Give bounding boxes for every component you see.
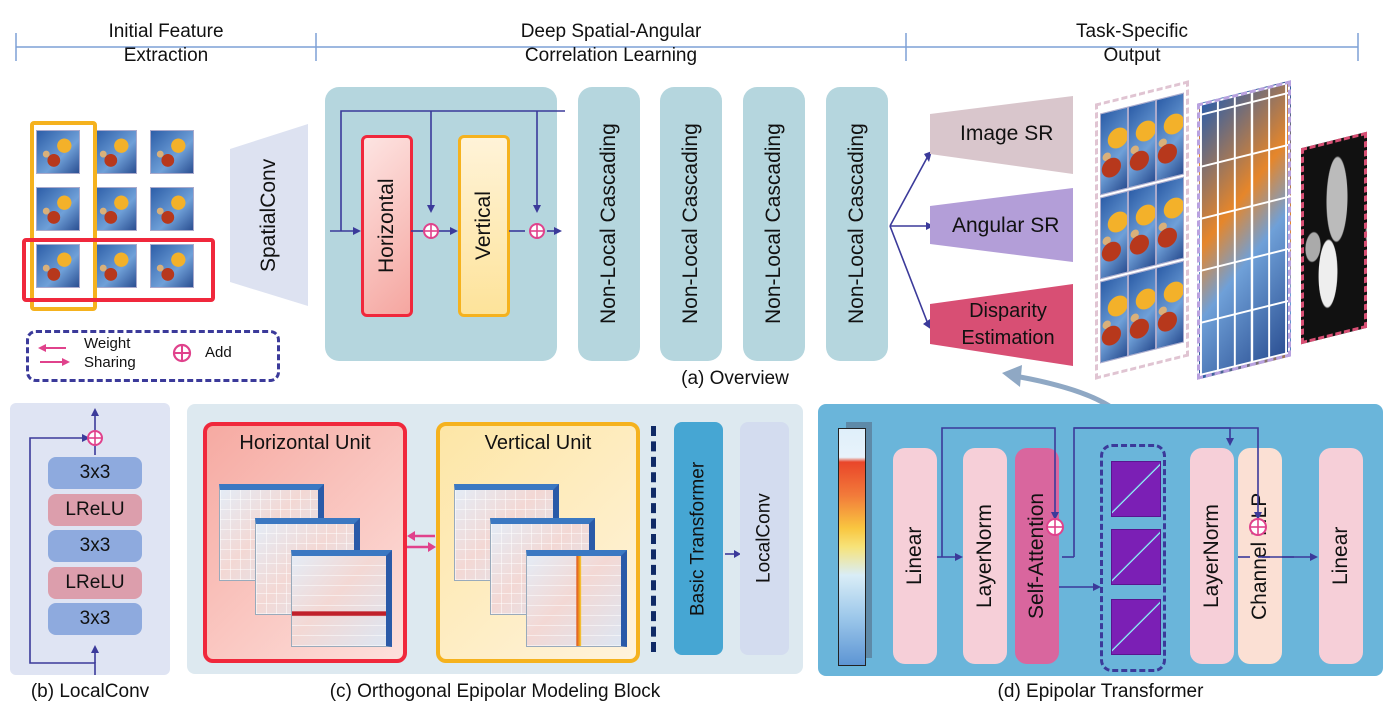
stage-header-task: Task-Specific Output: [906, 20, 1358, 68]
header-line: Task-Specific: [1076, 21, 1188, 42]
output-view: [1128, 99, 1156, 189]
output-view: [1100, 274, 1128, 364]
conv3x3-layer: 3x3: [48, 530, 142, 562]
disparity-head: [930, 284, 1073, 366]
output-view: [1156, 92, 1184, 182]
output-view: [1100, 106, 1128, 196]
feature-map-highlight-row: [291, 550, 392, 647]
vertical-unit-title: Vertical Unit: [484, 432, 592, 454]
add-icon: [172, 343, 192, 363]
non-local-cascading-2: Non-Local Cascading: [660, 87, 722, 361]
stage-header-deep: Deep Spatial-Angular Correlation Learnin…: [316, 20, 906, 68]
lrelu-layer: LReLU: [48, 494, 142, 526]
header-line: Deep Spatial-Angular: [520, 21, 702, 42]
legend-text: Sharing: [84, 354, 136, 371]
output-view: [1156, 176, 1184, 266]
conv3x3-layer: 3x3: [48, 603, 142, 635]
non-local-cascading-3: Non-Local Cascading: [743, 87, 805, 361]
non-local-cascading-1: Non-Local Cascading: [578, 87, 640, 361]
output-view: [1100, 190, 1128, 280]
vertical-unit: Vertical Unit: [436, 422, 640, 663]
header-line: Extraction: [123, 45, 209, 66]
output-view: [1156, 260, 1184, 350]
header-line: Initial Feature: [108, 21, 224, 42]
horizontal-unit: Horizontal Unit: [203, 422, 407, 663]
conv3x3-layer: 3x3: [48, 457, 142, 489]
attention-map: [1111, 529, 1161, 585]
angular-sr-head: [930, 188, 1073, 262]
attention-maps-group: [1100, 444, 1166, 672]
legend-text: Weight: [84, 335, 131, 352]
subaperture-view: [150, 130, 194, 174]
disparity-line: Disparity: [969, 300, 1047, 322]
disparity-line: Estimation: [961, 327, 1055, 349]
weight-sharing-icon: [38, 344, 70, 366]
subaperture-view: [150, 244, 194, 288]
image-sr-label: Image SR: [960, 122, 1054, 145]
attention-map: [1111, 599, 1161, 655]
disparity-map-output: [1301, 131, 1367, 345]
disparity-label: Disparity Estimation: [948, 298, 1068, 352]
angular-sr-label: Angular SR: [952, 214, 1060, 237]
subaperture-view: [36, 130, 80, 174]
horizontal-unit-title: Horizontal Unit: [239, 432, 371, 454]
stage-timeline: [15, 33, 1359, 61]
basic-transformer-block: Basic Transformer: [674, 422, 723, 655]
non-local-cascading-4: Non-Local Cascading: [826, 87, 888, 361]
header-line: Output: [1103, 45, 1161, 66]
spatialconv-label: SpatialConv: [257, 158, 280, 272]
attention-map: [1111, 461, 1161, 517]
header-line: Correlation Learning: [524, 45, 698, 66]
subaperture-view: [36, 187, 80, 231]
caption-oem: (c) Orthogonal Epipolar Modeling Block: [329, 681, 661, 702]
output-view: [1128, 267, 1156, 357]
horizontal-selection-box: [22, 238, 215, 302]
localconv-arrows: [29, 408, 103, 675]
image-sr-output: [1095, 80, 1189, 380]
vertical-selection-box: [30, 121, 97, 311]
caption-overview: (a) Overview: [681, 368, 789, 389]
subaperture-view: [93, 244, 137, 288]
legend-add: Add: [205, 344, 232, 361]
spatialconv-block: [230, 124, 308, 306]
lrelu-layer: LReLU: [48, 567, 142, 599]
epi-flow-arrows: [937, 427, 1318, 591]
caption-epipolar-transformer: (d) Epipolar Transformer: [997, 681, 1204, 702]
subaperture-view: [36, 244, 80, 288]
image-sr-head: [930, 96, 1073, 174]
subaperture-view: [93, 130, 137, 174]
subaperture-view: [93, 187, 137, 231]
overview-flow-arrows: [330, 110, 565, 239]
angular-sr-output: [1197, 80, 1291, 380]
subaperture-view: [150, 187, 194, 231]
weight-sharing-arrows: [407, 531, 436, 552]
oem-localconv-block: LocalConv: [740, 422, 789, 655]
output-view: [1128, 183, 1156, 273]
separator-dashed: [651, 426, 656, 652]
legend-box: [26, 330, 280, 382]
transformer-to-localconv-arrow: [725, 550, 741, 558]
task-heads: [889, 96, 1073, 366]
legend-weight-sharing: Weight Sharing: [84, 334, 136, 372]
stage-header-initial: Initial Feature Extraction: [16, 20, 316, 68]
caption-localconv: (b) LocalConv: [30, 681, 150, 702]
epipolar-feature-column: [838, 428, 866, 666]
feature-map-highlight-column: [526, 550, 627, 647]
